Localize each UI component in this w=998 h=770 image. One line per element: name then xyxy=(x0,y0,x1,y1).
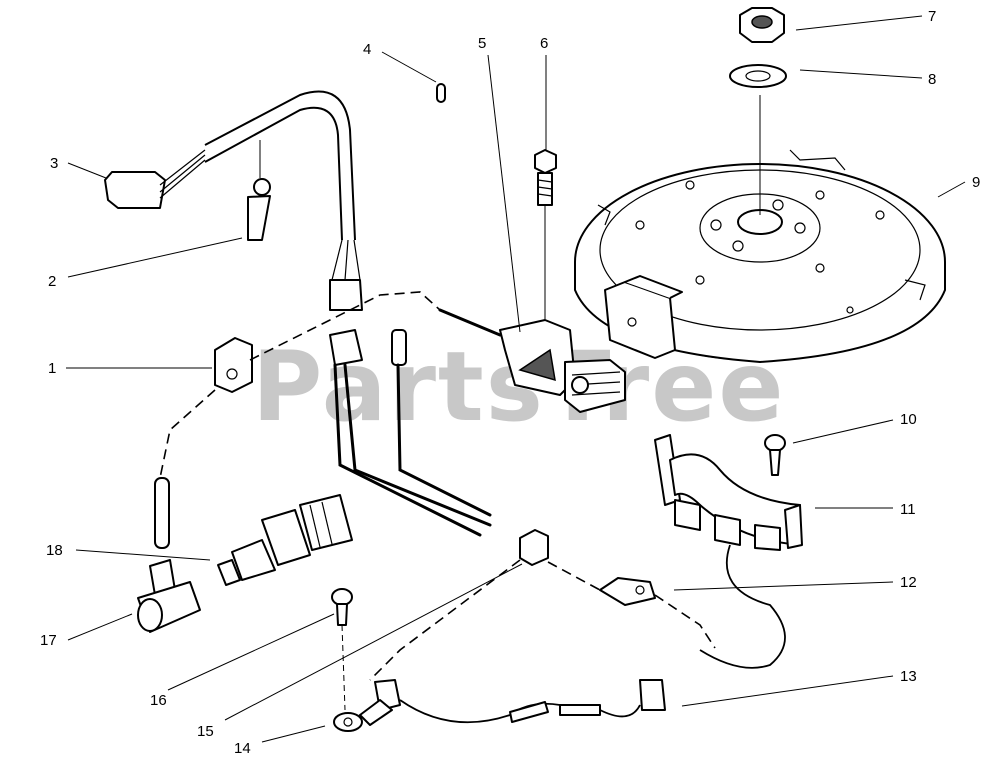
callout-13: 13 xyxy=(900,668,917,685)
bolt-part-6[interactable] xyxy=(534,149,557,320)
callout-12: 12 xyxy=(900,574,917,591)
spark-plug-boot-part-17[interactable] xyxy=(137,559,201,633)
callout-1: 1 xyxy=(48,360,56,377)
callout-16: 16 xyxy=(150,692,167,709)
ring-terminal-part-2[interactable] xyxy=(247,140,271,241)
ground-terminal-part-12[interactable] xyxy=(599,577,656,606)
callout-10: 10 xyxy=(900,411,917,428)
leader-lines xyxy=(66,15,966,743)
flywheel-part-9[interactable] xyxy=(574,149,946,363)
grommet-part-1[interactable] xyxy=(214,337,253,393)
callout-11: 11 xyxy=(900,501,916,518)
pin-part-4[interactable] xyxy=(436,83,446,103)
callout-5: 5 xyxy=(478,35,486,52)
grommet-part-15[interactable] xyxy=(519,529,549,566)
washer-part-8[interactable] xyxy=(729,64,787,88)
stator-part-11[interactable] xyxy=(654,434,803,669)
callout-18: 18 xyxy=(46,542,63,559)
flywheel-nut-part-7[interactable] xyxy=(739,7,785,43)
callout-labels: 1 2 3 4 5 6 7 8 9 10 11 12 13 14 15 16 1… xyxy=(40,8,980,757)
callout-6: 6 xyxy=(540,35,548,52)
screw-part-16[interactable] xyxy=(331,588,353,711)
callout-17: 17 xyxy=(40,632,57,649)
ring-terminal-part-14[interactable] xyxy=(333,699,393,732)
wire-harness-part-3[interactable] xyxy=(104,90,363,311)
kill-wire-part-13[interactable] xyxy=(374,679,666,724)
ignition-module-part-5[interactable] xyxy=(438,308,626,413)
callout-3: 3 xyxy=(50,155,58,172)
spark-plug-part-18[interactable] xyxy=(217,494,353,586)
dashed-routing-lines xyxy=(159,291,716,681)
callout-7: 7 xyxy=(928,8,936,25)
callout-14: 14 xyxy=(234,740,251,757)
callout-9: 9 xyxy=(972,174,980,191)
callout-8: 8 xyxy=(928,71,936,88)
callout-4: 4 xyxy=(363,41,371,58)
terminal-connectors[interactable] xyxy=(329,329,492,537)
screw-part-10[interactable] xyxy=(764,434,786,476)
rubber-tube[interactable] xyxy=(154,477,170,549)
callout-2: 2 xyxy=(48,273,56,290)
callout-15: 15 xyxy=(197,723,214,740)
